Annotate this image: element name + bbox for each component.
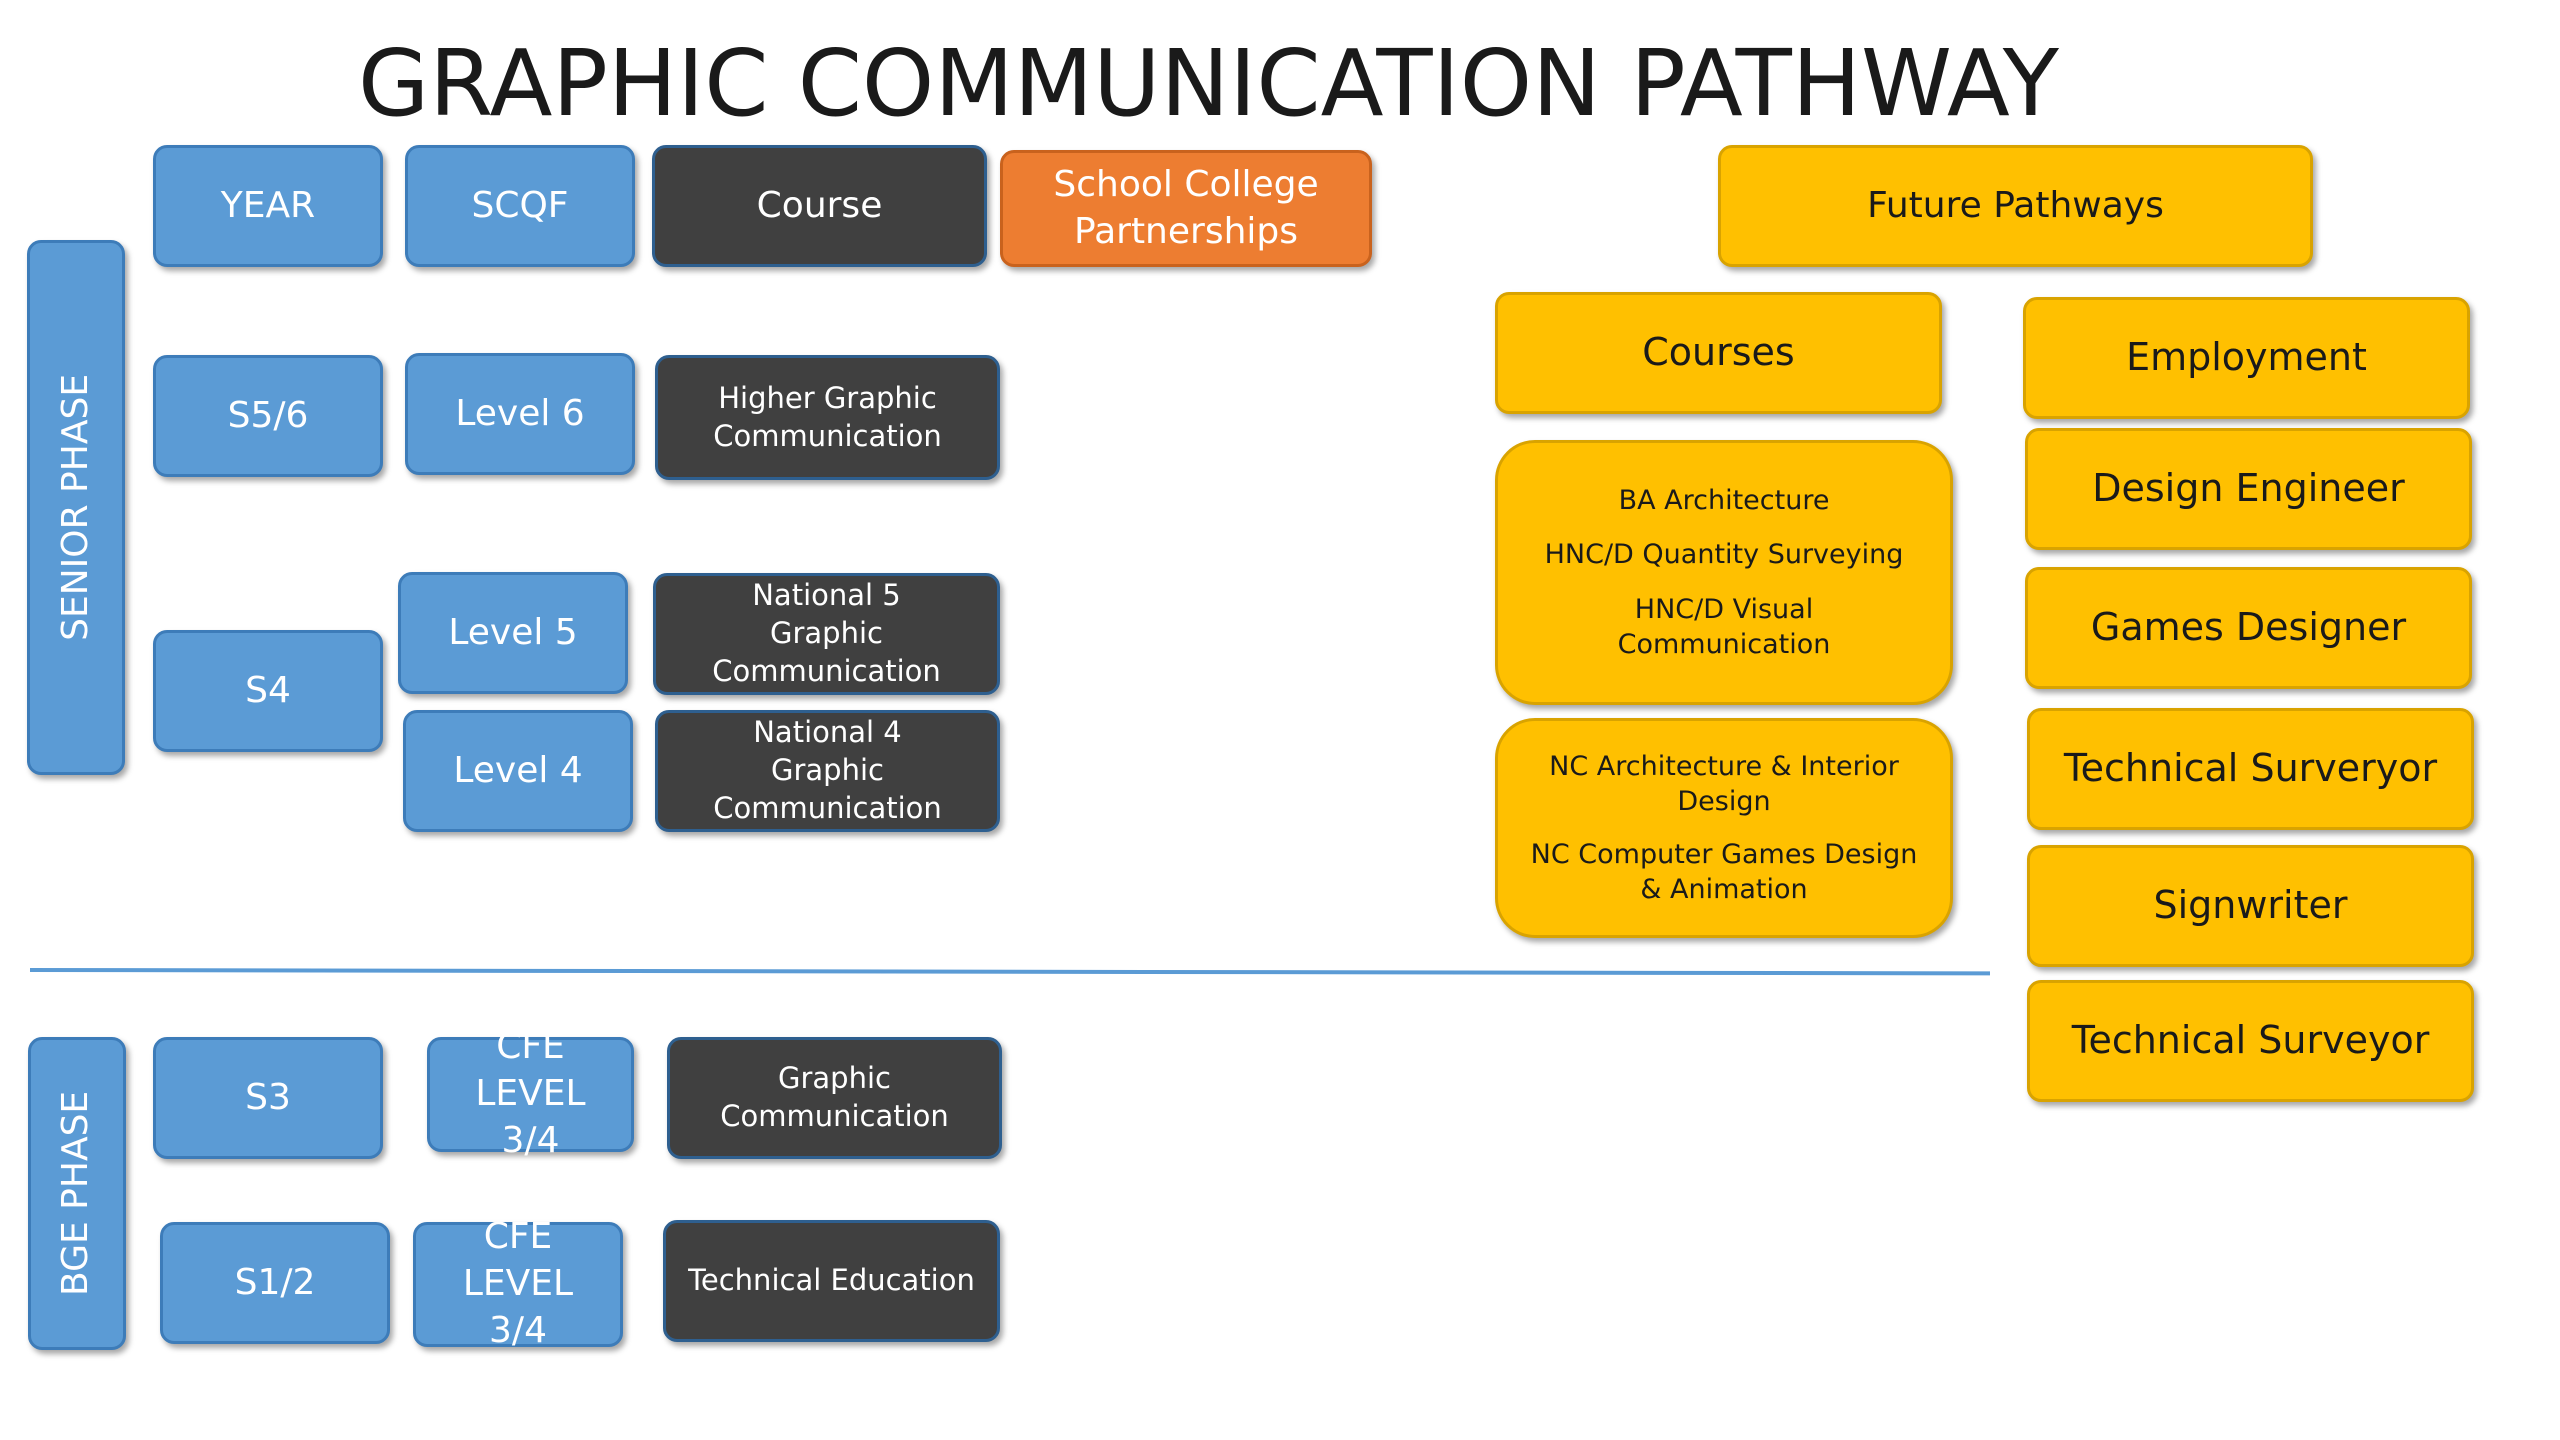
senior-phase-text: SENIOR PHASE bbox=[54, 374, 96, 641]
year-s56: S5/6 bbox=[153, 355, 383, 477]
phase-divider-line bbox=[29, 968, 1991, 976]
courses-group-2: NC Architecture & Interior Design NC Com… bbox=[1495, 718, 1953, 938]
courses-heading: Courses bbox=[1495, 292, 1942, 414]
year-s3: S3 bbox=[153, 1037, 383, 1159]
year-s12: S1/2 bbox=[160, 1222, 390, 1344]
course-higher-graphic: Higher Graphic Communication bbox=[655, 355, 1000, 480]
course-item: NC Architecture & Interior Design bbox=[1549, 750, 1899, 817]
employment-heading: Employment bbox=[2023, 297, 2470, 419]
level-5: Level 5 bbox=[398, 572, 628, 694]
employment-item-technical-surveryor: Technical Surveryor bbox=[2027, 708, 2474, 830]
level-6: Level 6 bbox=[405, 353, 635, 475]
course-item: HNC/D Quantity Surveying bbox=[1544, 539, 1904, 571]
header-year: YEAR bbox=[153, 145, 383, 267]
employment-item-design-engineer: Design Engineer bbox=[2025, 428, 2472, 550]
employment-item-signwriter: Signwriter bbox=[2027, 845, 2474, 967]
header-scqf: SCQF bbox=[405, 145, 635, 267]
level-cfe-s12: CFE LEVEL 3/4 bbox=[413, 1216, 623, 1351]
header-course: Course bbox=[652, 145, 987, 267]
employment-item-technical-surveyor: Technical Surveyor bbox=[2027, 980, 2474, 1102]
header-school-college-partnerships: School College Partnerships bbox=[1000, 150, 1372, 267]
course-item: HNC/D Visual Communication bbox=[1617, 594, 1831, 661]
course-national-5: National 5 Graphic Communication bbox=[653, 573, 1000, 695]
courses-group-1: BA Architecture HNC/D Quantity Surveying… bbox=[1495, 440, 1953, 705]
course-graphic-communication: Graphic Communication bbox=[667, 1037, 1002, 1159]
bge-phase-label: BGE PHASE bbox=[28, 1037, 126, 1350]
course-national-4: National 4 Graphic Communication bbox=[655, 710, 1000, 832]
header-future-pathways: Future Pathways bbox=[1718, 145, 2313, 267]
course-item: NC Computer Games Design & Animation bbox=[1530, 838, 1918, 906]
course-technical-education: Technical Education bbox=[663, 1220, 1000, 1342]
senior-phase-label: SENIOR PHASE bbox=[27, 240, 125, 775]
course-item: BA Architecture bbox=[1618, 484, 1830, 516]
year-s4: S4 bbox=[153, 630, 383, 752]
level-cfe-s3: CFE LEVEL 3/4 bbox=[427, 1026, 634, 1161]
bge-phase-text: BGE PHASE bbox=[55, 1090, 97, 1297]
employment-item-games-designer: Games Designer bbox=[2025, 567, 2472, 689]
level-4: Level 4 bbox=[403, 710, 633, 832]
page-title: GRAPHIC COMMUNICATION PATHWAY bbox=[358, 30, 2059, 137]
